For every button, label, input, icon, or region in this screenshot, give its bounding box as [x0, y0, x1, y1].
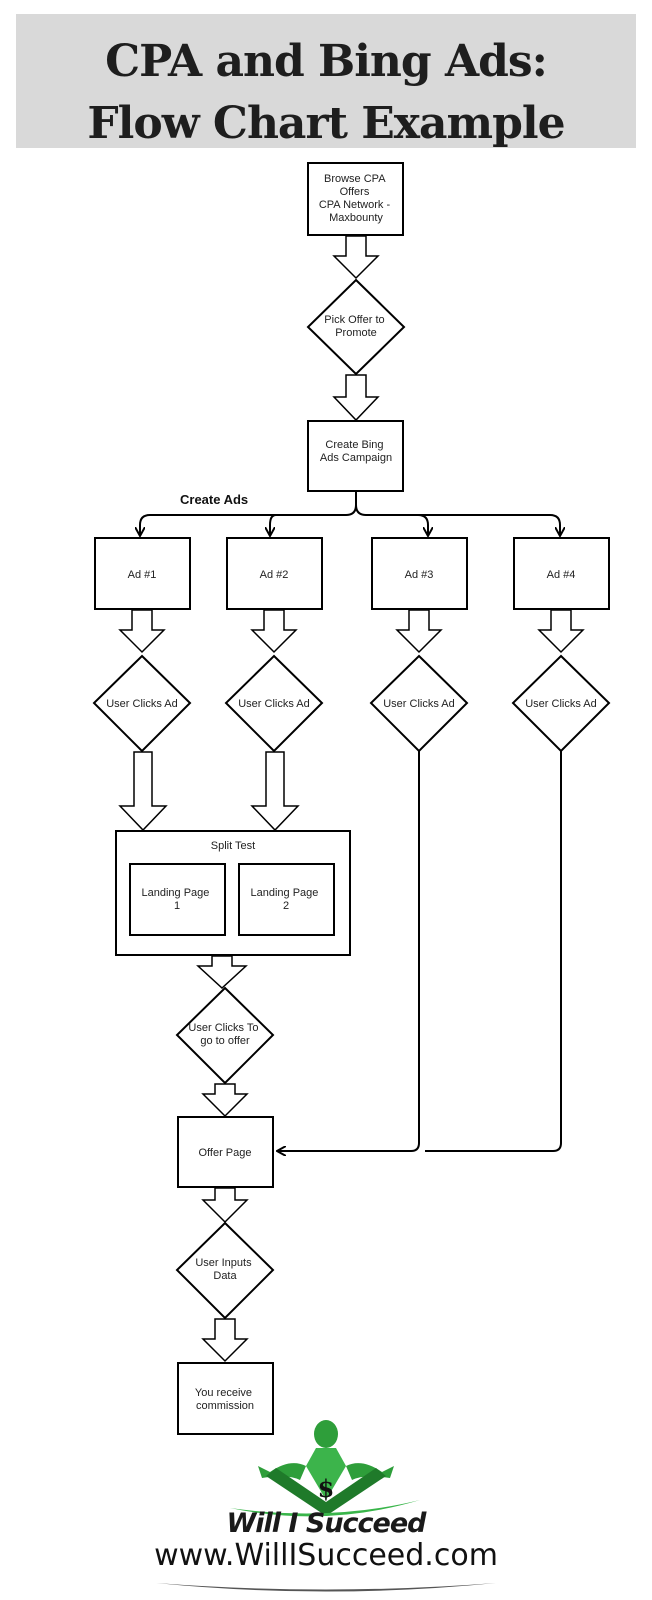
footer-url[interactable]: www.WillISucceed.com	[154, 1538, 498, 1573]
flow-arrow	[201, 1083, 249, 1118]
create-ads-label: Create Ads	[180, 492, 248, 507]
browse-offers-label: Browse CPA Offers CPA Network - Maxbount…	[319, 173, 393, 224]
flow-arrow	[332, 374, 380, 422]
user-clicks-ad-label-3: User Clicks Ad	[383, 698, 455, 710]
title-line-2: Flow Chart Example	[87, 98, 565, 149]
landing-page-1-box	[129, 863, 226, 936]
ad-4-box	[513, 537, 610, 610]
logo-wordmark: Will I Succeed	[226, 1508, 426, 1539]
create-campaign-label: Create Bing Ads Campaign	[320, 439, 392, 464]
landing-page-2-box	[238, 863, 335, 936]
ad-2-box	[226, 537, 323, 610]
branch-connector-ad3	[417, 514, 428, 535]
split-test-label: Split Test	[211, 840, 255, 852]
logo-figure-icon	[230, 1420, 420, 1517]
ad-3-label: Ad #3	[405, 569, 434, 581]
ad-1-box	[94, 537, 191, 610]
ad-3-box	[371, 537, 468, 610]
flow-arrow	[537, 609, 585, 654]
flow-arrow	[118, 751, 168, 832]
connector-ad3-to-offer	[278, 751, 420, 1151]
user-clicks-ad-decision-2	[224, 654, 324, 753]
user-inputs-data-decision	[175, 1221, 275, 1320]
flow-arrow	[395, 609, 443, 654]
ad-4-label: Ad #4	[547, 569, 576, 581]
commission-box	[177, 1362, 274, 1435]
user-clicks-ad-decision-1	[92, 654, 192, 753]
pick-offer-label: Pick Offer to Promote	[324, 314, 387, 339]
flow-arrow	[196, 955, 248, 990]
pick-offer-decision	[306, 278, 406, 376]
branch-connector-ad2	[270, 514, 277, 535]
logo-dollar-symbol: $	[318, 1474, 335, 1503]
title-banner: CPA and Bing Ads: Flow Chart Example	[16, 14, 636, 149]
user-inputs-data-label: User Inputs Data	[195, 1257, 254, 1282]
connector-ad4-to-offer	[425, 751, 562, 1152]
ad-2-label: Ad #2	[260, 569, 289, 581]
branch-connector-ad1	[140, 491, 357, 535]
footer-swoosh	[156, 1583, 496, 1592]
user-clicks-ad-label-1: User Clicks Ad	[106, 698, 178, 710]
ad-1-label: Ad #1	[128, 569, 157, 581]
user-clicks-ad-label-4: User Clicks Ad	[525, 698, 597, 710]
flow-arrow	[118, 609, 166, 654]
offer-page-label: Offer Page	[199, 1147, 252, 1159]
commission-label: You receive commission	[195, 1387, 255, 1412]
flow-arrow	[201, 1318, 249, 1363]
browse-offers-box	[307, 162, 404, 236]
user-clicks-to-offer-label: User Clicks To go to offer	[188, 1022, 261, 1047]
landing-page-1-label: Landing Page 1	[142, 887, 213, 912]
flow-arrow	[332, 235, 380, 280]
user-clicks-ad-label-2: User Clicks Ad	[238, 698, 310, 710]
flow-arrow	[250, 751, 300, 832]
title-line-1: CPA and Bing Ads:	[105, 36, 548, 87]
offer-page-box	[177, 1116, 274, 1188]
branch-connector-ad4	[355, 504, 560, 535]
flow-arrow	[250, 609, 298, 654]
user-clicks-to-offer-decision	[175, 986, 275, 1085]
create-campaign-box	[307, 420, 404, 492]
flow-arrow	[201, 1187, 249, 1224]
landing-page-2-label: Landing Page 2	[251, 887, 322, 912]
